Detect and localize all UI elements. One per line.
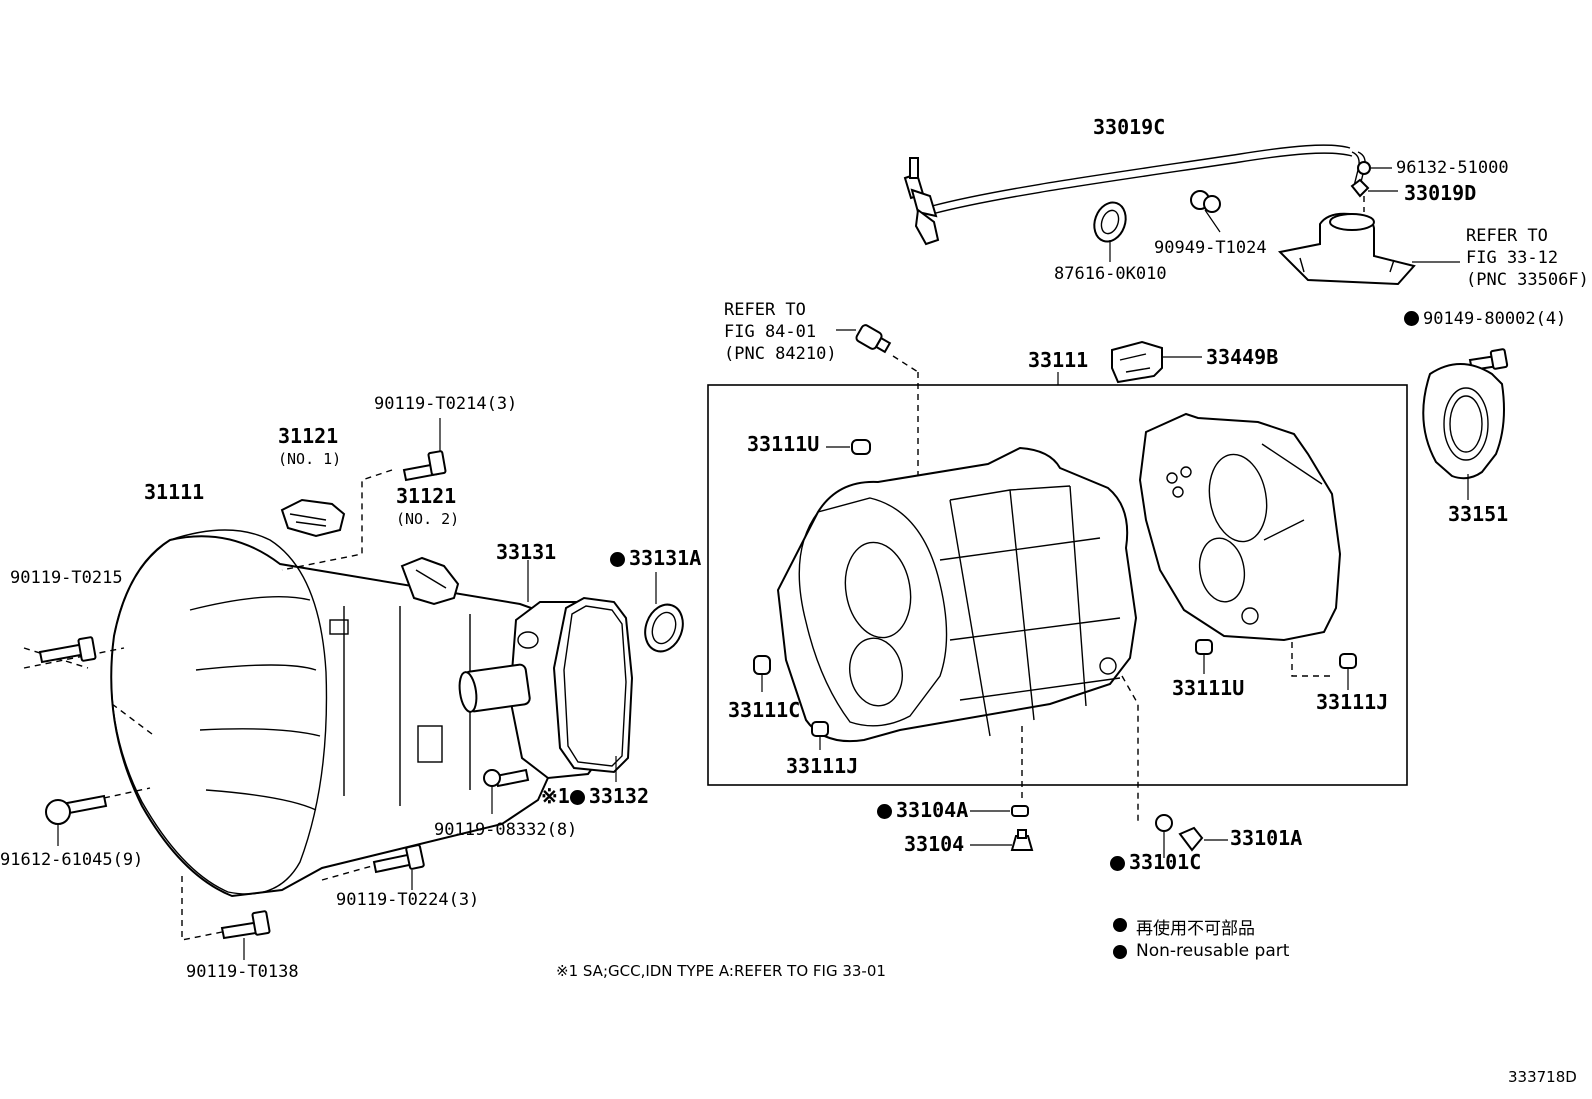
label-33449b: 33449B <box>1206 345 1279 369</box>
gasket-33101c[interactable] <box>1155 814 1173 858</box>
label-33101c: 33101C <box>1110 852 1201 872</box>
plug-33101a[interactable] <box>1178 826 1228 852</box>
clip-87616[interactable] <box>1089 198 1131 262</box>
label-33111j-left: 33111J <box>786 754 859 778</box>
label-90149-80002: 90149-80002(4) <box>1404 311 1566 328</box>
legend-dot-en <box>1113 945 1127 959</box>
pin-33111c[interactable] <box>753 655 771 692</box>
pin-33111u-right[interactable] <box>1195 639 1213 674</box>
pin-33111j-right[interactable] <box>1291 642 1357 690</box>
label-90119-t0138: 90119-T0138 <box>186 962 299 982</box>
label-fig-33-12: FIG 33-12 <box>1466 248 1559 268</box>
legend-non-reusable-en: Non-reusable part <box>1136 941 1290 961</box>
label-90119-t0214: 90119-T0214(3) <box>374 394 518 414</box>
oil-seal-33131a[interactable] <box>639 572 689 657</box>
label-87616-0k010: 87616-0K010 <box>1054 264 1167 284</box>
bolt-90119-t0224[interactable] <box>321 844 425 890</box>
label-fig-84-01: FIG 84-01 <box>724 322 817 342</box>
label-33111u-right: 33111U <box>1172 676 1245 700</box>
legend-non-reusable-jp: 再使用不可部品 <box>1136 919 1255 939</box>
label-pnc-33506f: (PNC 33506F) <box>1466 270 1589 290</box>
footnote: ※1 SA;GCC,IDN TYPE A:REFER TO FIG 33-01 <box>556 962 886 980</box>
bolt-90119-t0214[interactable] <box>281 418 447 571</box>
label-31121-no2: 31121 <box>396 484 457 508</box>
label-33104: 33104 <box>904 832 965 856</box>
label-91612-61045: 91612-61045(9) <box>0 850 144 870</box>
label-33104a: 33104A <box>877 800 968 820</box>
label-33101a: 33101A <box>1230 826 1303 850</box>
label-pnc-84210: (PNC 84210) <box>724 344 837 364</box>
hose-clip-96132[interactable] <box>1357 161 1392 175</box>
label-96132-51000: 96132-51000 <box>1396 158 1509 178</box>
plug-33449b[interactable] <box>1111 340 1202 384</box>
plug-33104[interactable] <box>970 829 1034 851</box>
label-33019c: 33019C <box>1093 115 1166 139</box>
label-90119-t0224: 90119-T0224(3) <box>336 890 480 910</box>
cover-31121-no2[interactable] <box>400 556 460 606</box>
bolt-91612[interactable] <box>45 787 151 846</box>
label-33111c: 33111C <box>728 698 801 722</box>
label-refer-to-8401: REFER TO <box>724 300 806 320</box>
bolt-90119-t0138[interactable] <box>181 876 271 960</box>
label-90119-08332: 90119-08332(8) <box>434 820 578 840</box>
label-31121-no2-sub: (NO. 2) <box>396 510 460 528</box>
figure-code: 333718D <box>1508 1068 1577 1086</box>
label-90949-t1024: 90949-T1024 <box>1154 238 1267 258</box>
clamp-90949[interactable] <box>1190 190 1221 233</box>
case-rear-plate[interactable] <box>1138 412 1342 642</box>
transmission-case-33111[interactable] <box>776 446 1138 743</box>
cover-31121-no1[interactable] <box>280 498 346 538</box>
pin-33111u-top[interactable] <box>826 439 871 455</box>
label-33111: 33111 <box>1028 348 1089 372</box>
label-33111u-top: 33111U <box>747 432 820 456</box>
clutch-housing-31111[interactable] <box>23 529 558 898</box>
gasket-33104a[interactable] <box>970 805 1029 817</box>
label-33131a: 33131A <box>610 548 701 568</box>
breather-hose-33019c[interactable] <box>903 144 1366 246</box>
speed-sensor-ref-8401[interactable] <box>836 324 919 478</box>
legend-dot-jp <box>1113 918 1127 932</box>
label-31121-no1-sub: (NO. 1) <box>278 450 342 468</box>
union-33019d[interactable] <box>1350 178 1398 212</box>
bolt-90119-t0215[interactable] <box>38 636 97 664</box>
pin-33111j-left[interactable] <box>811 721 829 750</box>
label-refer-to-3312: REFER TO <box>1466 226 1548 246</box>
bearing-retainer-33151[interactable] <box>1422 363 1505 500</box>
label-33151: 33151 <box>1448 502 1509 526</box>
shift-lever-retainer[interactable] <box>1277 212 1460 286</box>
bolt-90119-08332[interactable] <box>483 768 530 814</box>
label-33019d: 33019D <box>1404 181 1477 205</box>
label-31121-no1: 31121 <box>278 424 339 448</box>
label-33131: 33131 <box>496 540 557 564</box>
label-31111: 31111 <box>144 480 205 504</box>
gasket-33132[interactable] <box>552 596 634 782</box>
label-90119-t0215: 90119-T0215 <box>10 568 123 588</box>
label-33111j-right: 33111J <box>1316 690 1389 714</box>
